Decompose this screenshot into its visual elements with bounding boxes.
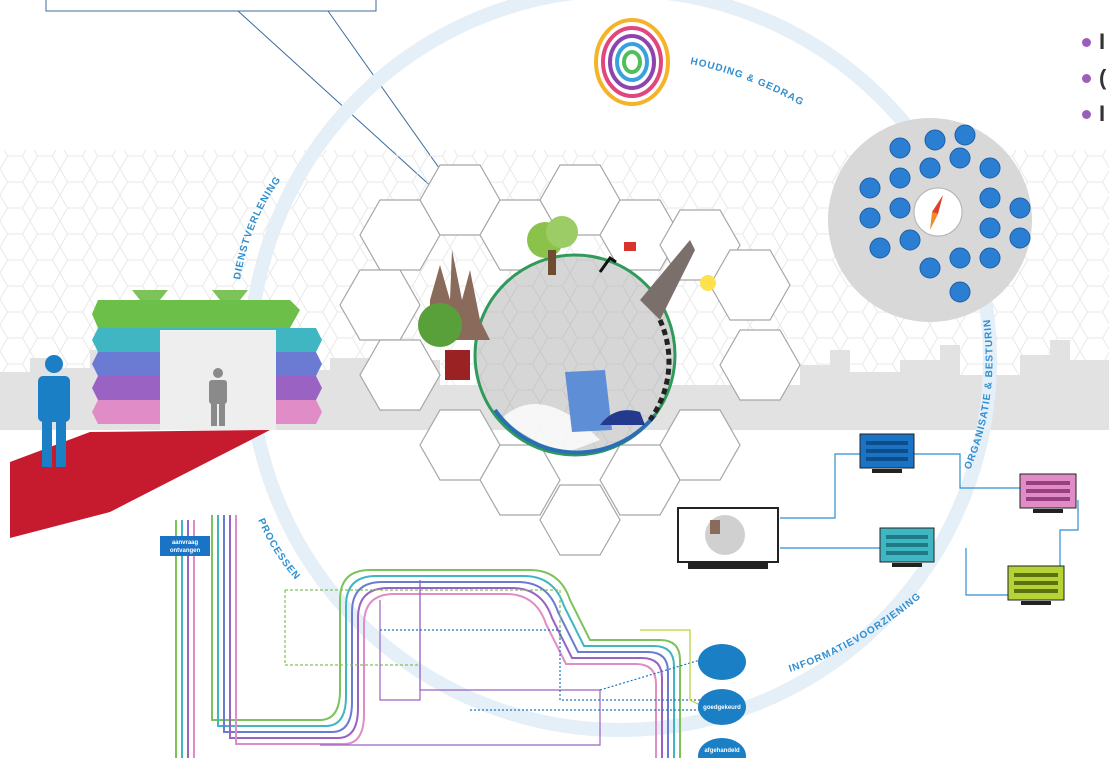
person-grey-icon — [209, 368, 227, 426]
information-network — [677, 433, 1079, 605]
bullet-text: I — [1099, 101, 1106, 126]
process-node: goedgekeurd — [698, 689, 746, 725]
bullet-list: I ( I — [1082, 24, 1106, 132]
bullet-item: I — [1082, 96, 1106, 132]
label-houding-gedrag: HOUDING & GEDRAG — [689, 56, 805, 108]
bullet-item: I — [1082, 24, 1106, 60]
process-tag-line1: aanvraag — [172, 540, 199, 546]
process-node-label: goedgekeurd — [703, 705, 741, 711]
monitor-icon — [859, 433, 915, 473]
process-tag: aanvraag ontvangen — [160, 536, 210, 556]
bullet-text: ( — [1099, 65, 1107, 90]
process-node: afgehandeld — [698, 738, 746, 758]
hex-gate — [92, 290, 322, 430]
bullet-dot-icon — [1082, 109, 1091, 119]
bullet-item: ( — [1082, 60, 1106, 96]
process-tag-line2: ontvangen — [170, 548, 201, 554]
process-node — [698, 644, 746, 680]
globe — [418, 216, 716, 457]
person-blue-icon — [38, 355, 70, 467]
monitor-icon — [1007, 565, 1065, 605]
bullet-dot-icon — [1082, 73, 1091, 83]
compass-icon — [930, 195, 943, 230]
fingerprint-icon — [594, 18, 670, 106]
process-node-label: afgehandeld — [704, 748, 740, 754]
hex-cluster — [339, 164, 801, 556]
organisation-network — [828, 118, 1032, 322]
label-informatievoorziening: INFORMATIEVOORZIENING — [788, 591, 924, 675]
process-lines — [175, 515, 701, 758]
monitor-icon — [879, 527, 935, 567]
bullet-dot-icon — [1082, 37, 1091, 47]
red-carpet — [10, 430, 270, 538]
monitor-icon — [1019, 473, 1077, 513]
bullet-text: I — [1099, 29, 1106, 54]
monitor-icon — [677, 507, 779, 569]
